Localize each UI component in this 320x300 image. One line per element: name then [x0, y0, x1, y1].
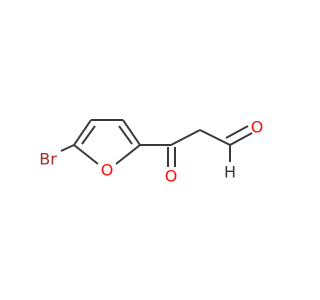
bond-c3-c2 — [122, 119, 141, 146]
bond-c5-c4-inner — [81, 125, 96, 145]
bond-ch2-cho — [199, 129, 231, 146]
bond-c3-c2-inner — [118, 125, 133, 145]
bond-carbonyl-ch2 — [170, 129, 201, 146]
ketone-oxygen-label: O — [165, 167, 178, 186]
molecule-diagram: Br O O O H — [39, 118, 264, 186]
bond-c5-br — [60, 144, 75, 152]
bond-cho-o-inner — [225, 125, 249, 139]
aldehyde-hydrogen-label: H — [224, 163, 236, 182]
bond-o1-c5 — [73, 144, 99, 165]
furan-oxygen-label: O — [101, 161, 114, 180]
bond-cho-o — [229, 132, 253, 146]
aldehyde-oxygen-label: O — [251, 118, 264, 137]
bond-c5-c4 — [73, 119, 92, 146]
bond-c2-o1 — [115, 144, 141, 165]
bromine-label: Br — [39, 150, 57, 169]
structure-canvas: Br O O O H — [39, 117, 264, 186]
